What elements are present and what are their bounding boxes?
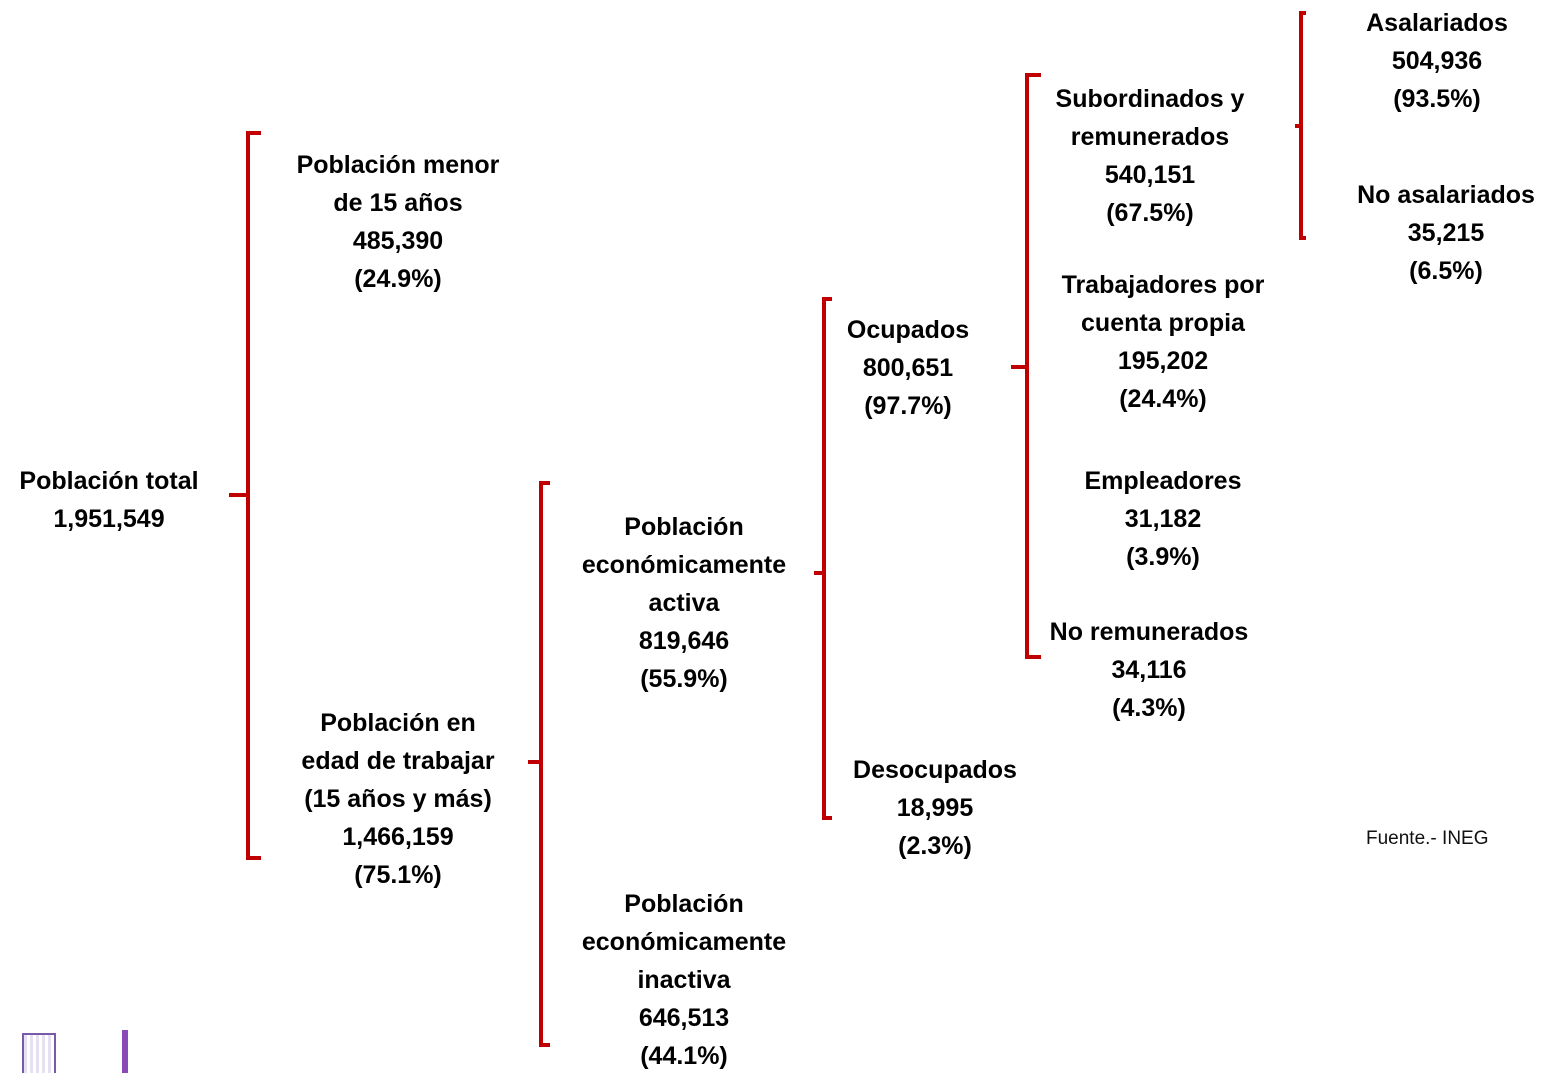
bracket-subordinados bbox=[1295, 11, 1306, 240]
node-poblacion-edad-trabajar-line: (75.1%) bbox=[354, 861, 442, 889]
node-subordinados: Subordinados y remunerados 540,151 (67.5%) bbox=[1030, 80, 1270, 232]
institution-seal-icon bbox=[22, 1033, 56, 1073]
node-subordinados-line: 540,151 bbox=[1104, 161, 1196, 189]
node-desocupados-line: Desocupados bbox=[853, 756, 1017, 784]
node-subordinados-line: remunerados bbox=[1070, 123, 1230, 151]
node-pea: Población económicamente activa 819,646 (55.… bbox=[555, 508, 813, 698]
node-poblacion-edad-trabajar-line: (15 años y más) bbox=[304, 785, 492, 813]
node-asalariados: Asalariados 504,936 (93.5%) bbox=[1340, 4, 1534, 118]
logo-accent-bar bbox=[122, 1030, 128, 1073]
node-desocupados-line: (2.3%) bbox=[898, 832, 972, 860]
node-poblacion-menor-15-line: 485,390 bbox=[352, 227, 444, 255]
node-poblacion-total-line: 1,951,549 bbox=[53, 505, 165, 533]
node-poblacion-edad-trabajar-line: 1,466,159 bbox=[342, 823, 454, 851]
node-poblacion-edad-trabajar-line: edad de trabajar bbox=[301, 747, 495, 775]
node-empleadores: Empleadores 31,182 (3.9%) bbox=[1050, 462, 1276, 576]
node-poblacion-edad-trabajar: Población en edad de trabajar (15 años y m… bbox=[268, 704, 528, 894]
node-pea-line: (55.9%) bbox=[640, 665, 728, 693]
bracket-poblacion-total bbox=[229, 131, 261, 860]
node-asalariados-line: Asalariados bbox=[1366, 9, 1508, 37]
node-pei-line: inactiva bbox=[637, 966, 731, 994]
node-no-remunerados-line: (4.3%) bbox=[1112, 694, 1186, 722]
bracket-ocupados bbox=[1011, 73, 1041, 659]
node-pea-line: económicamente bbox=[581, 551, 787, 579]
node-pei-line: 646,513 bbox=[638, 1004, 730, 1032]
node-no-asalariados: No asalariados 35,215 (6.5%) bbox=[1340, 176, 1552, 290]
node-pei-line: económicamente bbox=[581, 928, 787, 956]
node-no-remunerados-line: No remunerados bbox=[1049, 618, 1249, 646]
node-cuenta-propia: Trabajadores por cuenta propia 195,202 (24.… bbox=[1032, 266, 1294, 418]
node-poblacion-menor-15-line: Población menor bbox=[296, 151, 500, 179]
node-asalariados-line: 504,936 bbox=[1391, 47, 1483, 75]
node-no-asalariados-line: 35,215 bbox=[1407, 219, 1485, 247]
node-poblacion-total: Población total 1,951,549 bbox=[6, 462, 212, 538]
bracket-edad-trabajar bbox=[528, 481, 550, 1047]
node-pea-line: 819,646 bbox=[638, 627, 730, 655]
node-ocupados: Ocupados 800,651 (97.7%) bbox=[820, 311, 996, 425]
node-empleadores-line: 31,182 bbox=[1124, 505, 1202, 533]
node-poblacion-menor-15: Población menor de 15 años 485,390 (24.9%) bbox=[268, 146, 528, 298]
node-subordinados-line: Subordinados y bbox=[1055, 85, 1245, 113]
node-poblacion-menor-15-line: (24.9%) bbox=[354, 265, 442, 293]
node-pei: Población económicamente inactiva 646,513 (4… bbox=[555, 885, 813, 1075]
node-pei-line: Población bbox=[624, 890, 744, 918]
node-cuenta-propia-line: (24.4%) bbox=[1119, 385, 1207, 413]
node-pea-line: Población bbox=[624, 513, 744, 541]
node-ocupados-line: (97.7%) bbox=[864, 392, 952, 420]
node-ocupados-line: Ocupados bbox=[846, 316, 970, 344]
node-desocupados-line: 18,995 bbox=[896, 794, 974, 822]
node-empleadores-line: (3.9%) bbox=[1126, 543, 1200, 571]
node-pei-line: (44.1%) bbox=[640, 1042, 728, 1070]
node-poblacion-menor-15-line: de 15 años bbox=[333, 189, 463, 217]
node-pea-line: activa bbox=[648, 589, 720, 617]
node-poblacion-total-line: Población total bbox=[19, 467, 199, 495]
node-cuenta-propia-line: Trabajadores por bbox=[1061, 271, 1265, 299]
source-note: Fuente.- INEG bbox=[1366, 828, 1489, 849]
node-poblacion-edad-trabajar-line: Población en bbox=[320, 709, 476, 737]
bracket-pea bbox=[814, 297, 832, 820]
node-asalariados-line: (93.5%) bbox=[1393, 85, 1481, 113]
node-cuenta-propia-line: cuenta propia bbox=[1081, 309, 1245, 337]
node-desocupados: Desocupados 18,995 (2.3%) bbox=[830, 751, 1040, 865]
node-empleadores-line: Empleadores bbox=[1084, 467, 1242, 495]
node-subordinados-line: (67.5%) bbox=[1106, 199, 1194, 227]
node-no-remunerados-line: 34,116 bbox=[1111, 656, 1187, 684]
node-cuenta-propia-line: 195,202 bbox=[1117, 347, 1209, 375]
node-no-asalariados-line: No asalariados bbox=[1357, 181, 1535, 209]
node-no-asalariados-line: (6.5%) bbox=[1409, 257, 1483, 285]
node-no-remunerados: No remunerados 34,116 (4.3%) bbox=[1026, 613, 1272, 727]
node-ocupados-line: 800,651 bbox=[862, 354, 954, 382]
